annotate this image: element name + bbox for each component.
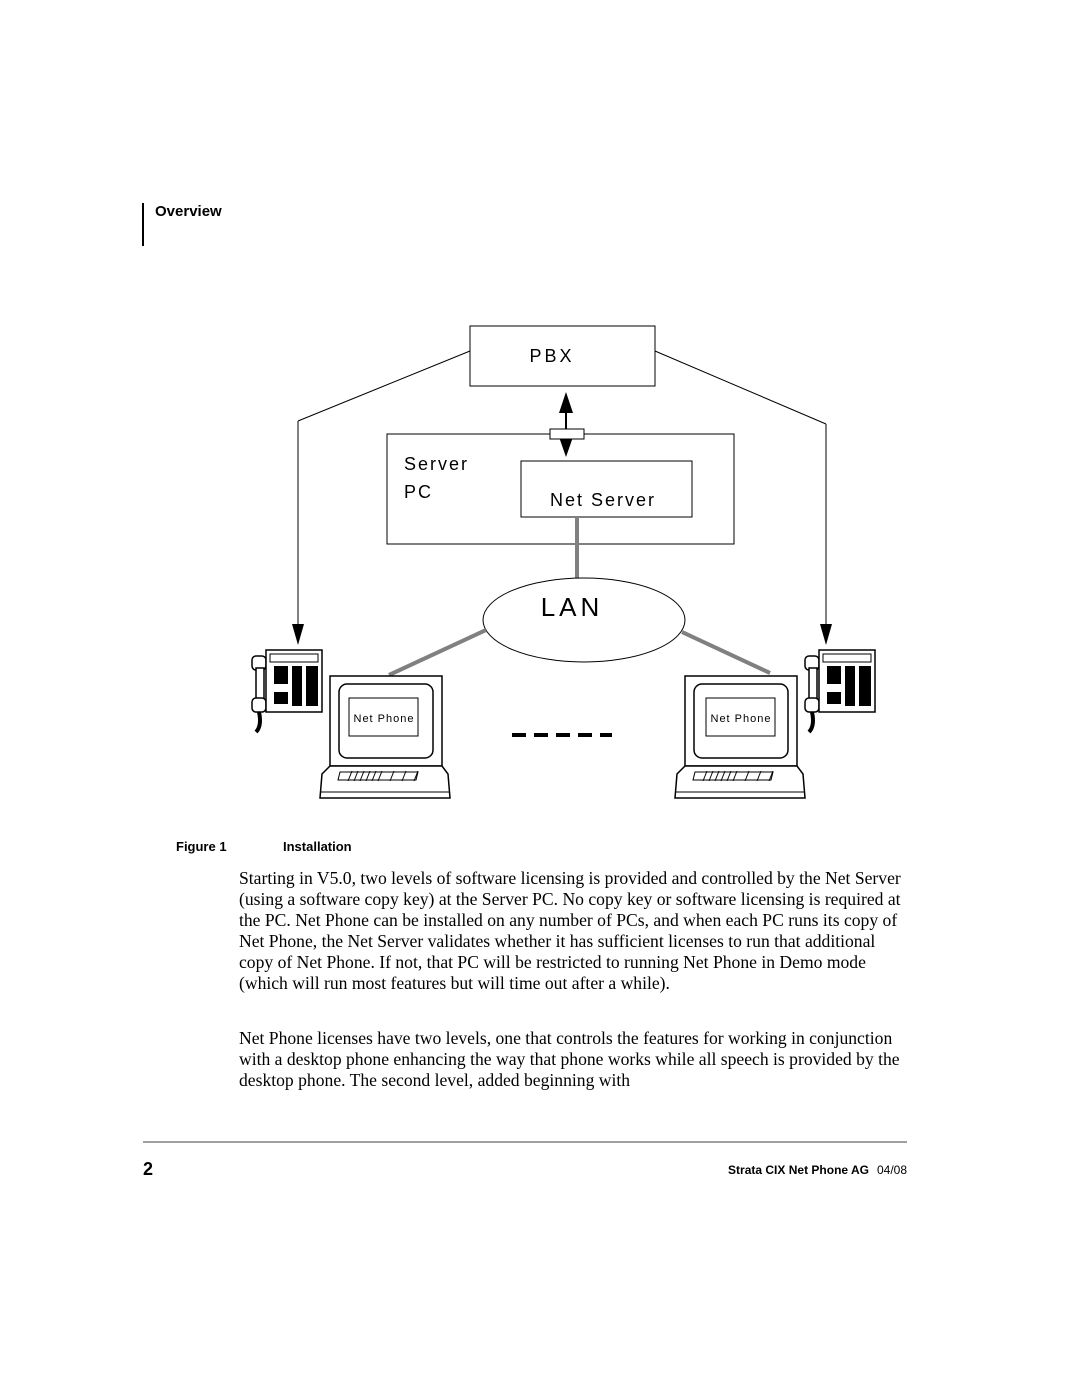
server-pc-label-line2: PC [404,482,433,502]
laptop-left-icon [319,675,451,799]
port-connector [549,428,585,440]
figure-title: Installation [283,839,352,854]
net-phone-label-left: Net Phone [354,713,415,725]
arrow-to-left-phone [292,624,304,645]
arrow-to-right-phone [820,624,832,645]
net-phone-label-right: Net Phone [711,713,772,725]
arrow-down-icon [559,437,573,457]
figure-number: Figure 1 [176,839,227,854]
footer-date: 04/08 [876,1163,907,1177]
net-server-box [520,460,693,518]
footer-title: Strata CIX Net Phone AG 04/08 [728,1163,907,1177]
net-phone-window-left [348,697,419,737]
installation-diagram: PBX Server PC Net Server LAN Net Phone N… [250,325,877,799]
page-number: 2 [143,1159,154,1179]
lan-label: LAN [541,592,604,622]
arrow-up-icon [559,392,573,413]
pbx-label: PBX [529,346,574,366]
net-phone-window-right [705,697,776,737]
laptop-right-icon [674,675,806,799]
desk-phone-right-icon [803,648,877,734]
lan-cloud [482,577,686,663]
section-marker-bar [142,203,144,246]
section-title: Overview [155,203,222,220]
net-server-label: Net Server [550,490,656,510]
body-paragraph: Net Phone licenses have two levels, one … [239,1028,900,1090]
desk-phone-left-icon [250,648,324,734]
pbx-box [469,325,656,387]
server-pc-label-line1: Server [404,454,469,474]
footer-doc-title: Strata CIX Net Phone AG [728,1163,869,1177]
footer-rule [143,1141,907,1143]
body-paragraph: Starting in V5.0, two levels of software… [239,868,901,993]
